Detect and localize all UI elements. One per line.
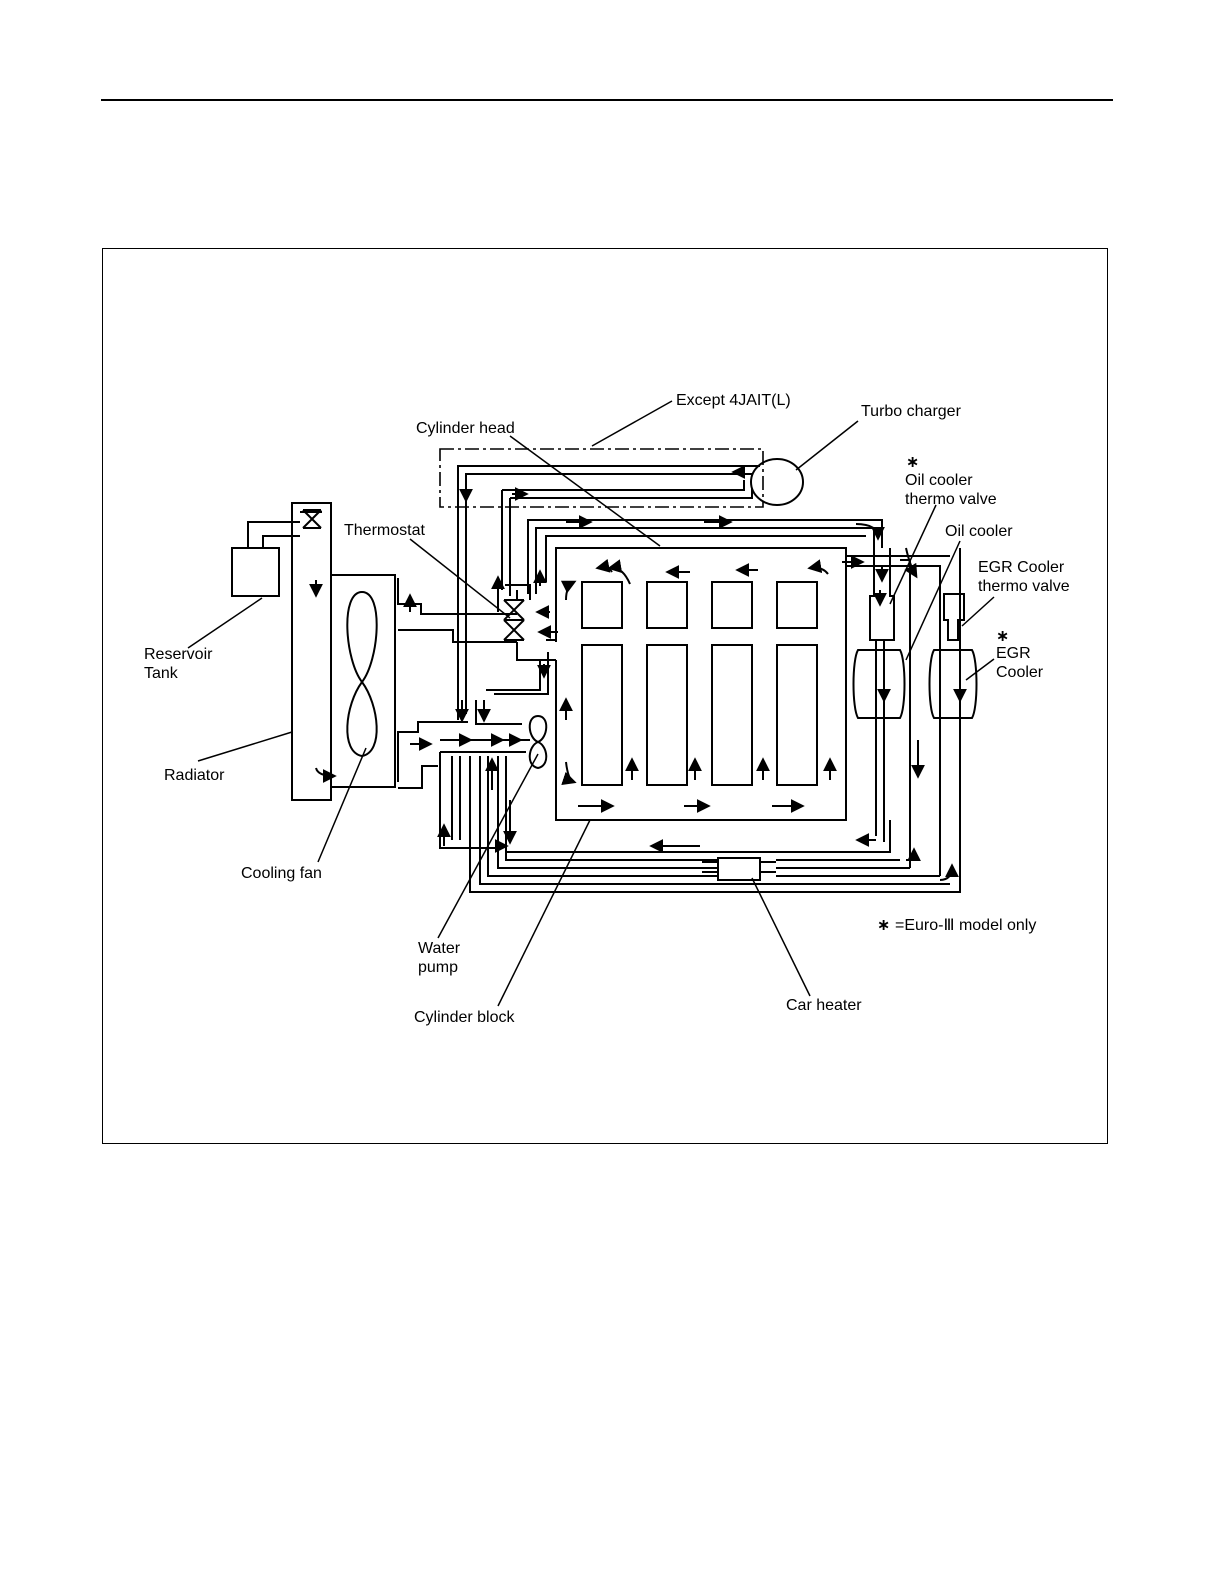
leader-cooling-fan (318, 748, 366, 862)
cylinder-block-label: Cylinder block (414, 1008, 514, 1027)
leader-car-heater (752, 878, 810, 996)
car-heater-label: Car heater (786, 996, 862, 1015)
asterisk-note: ∗ (877, 918, 890, 934)
oil-cooler-thermo-valve-label: Oil cooler thermo valve (905, 471, 997, 509)
cooling-fan-label: Cooling fan (241, 864, 322, 883)
leader-reservoir (188, 598, 262, 648)
cylinder-4-head (777, 582, 817, 628)
euro-note: =Euro-Ⅲ model only (895, 916, 1036, 935)
water-pump-label: Water pump (418, 939, 460, 977)
asterisk-oil-thermo: ∗ (906, 455, 919, 471)
reservoir-tank-label: Reservoir Tank (144, 645, 212, 683)
leader-except (592, 401, 672, 446)
cylinder-1-head (582, 582, 622, 628)
leader-egr-cooler (966, 659, 994, 680)
cylinder-2-head (647, 582, 687, 628)
cylinder-2-block (647, 645, 687, 785)
cylinder-1-block (582, 645, 622, 785)
leader-egr-thermo (962, 597, 994, 626)
egr-cooler-label: EGR Cooler (996, 644, 1043, 682)
cylinder-3-block (712, 645, 752, 785)
leader-radiator (198, 732, 292, 761)
egr-cooler-body (930, 650, 977, 718)
turbo-charger-label: Turbo charger (861, 402, 961, 421)
leader-oil-cooler (906, 541, 960, 660)
thermostat-housing (504, 585, 548, 660)
oil-cooler-label: Oil cooler (945, 522, 1013, 541)
leader-oil-thermo (890, 505, 936, 604)
water-pump-body (530, 716, 547, 768)
radiator (292, 503, 331, 800)
radiator-label: Radiator (164, 766, 224, 785)
asterisk-egr: ∗ (996, 629, 1009, 645)
except-label: Except 4JAIT(L) (676, 391, 791, 410)
turbo-charger (751, 459, 803, 505)
reservoir-tank (232, 510, 321, 596)
leader-turbo (796, 421, 858, 470)
oil-cooler-body (854, 650, 905, 718)
cylinder-head-label: Cylinder head (416, 419, 515, 438)
leader-thermostat (410, 539, 510, 618)
cylinder-3-head (712, 582, 752, 628)
cylinder-4-block (777, 645, 817, 785)
egr-cooler-thermo-valve-label: EGR Cooler thermo valve (978, 558, 1070, 596)
leader-cylinder-block (498, 820, 590, 1006)
thermostat-label: Thermostat (344, 521, 425, 540)
